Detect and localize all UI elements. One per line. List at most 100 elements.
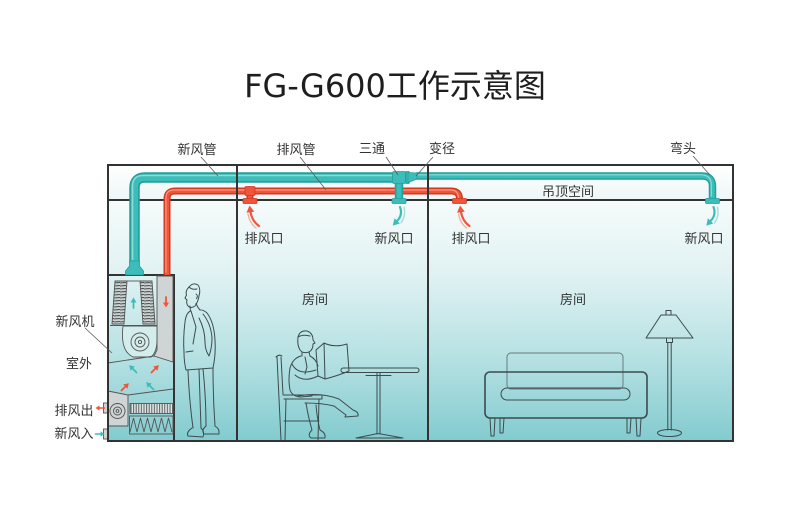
arrow-trail [400,206,406,224]
diagram-title: FG-G600工作示意图 [244,67,546,105]
fresh-duct-main-highlight [131,174,407,260]
chair-legs [283,398,320,441]
supply-fan-housing [122,325,158,358]
fresh-in-label: 新风入 [54,426,93,442]
exhaust-air-channel [153,275,174,363]
seated-man-lower-leg [305,402,326,439]
exhaust-fan-axle [115,409,120,413]
arrow-shaft [150,367,157,374]
room-2-exhaust-vent-label: 排风口 [451,232,490,247]
seated-man-crossed-leg [297,394,359,418]
building-outline [107,164,734,442]
standing-man-ear [195,293,198,299]
fresh-duct-unit-connector [125,260,144,276]
arrow-trail [247,213,257,229]
arrow-head [457,205,465,213]
fresh-duct-reduced-highlight [415,174,712,197]
exhaust-fan-hub [113,406,122,416]
intake-filter-zigzag [129,417,173,433]
sofa-cushion [500,387,631,401]
outdoor-label: 室外 [66,356,92,372]
airflow-arrow-icon [146,382,155,391]
room-1-label: 房间 [302,292,328,308]
exhaust-duct-highlight [165,189,459,273]
fresh-air-ventilator-unit [94,274,175,442]
exhaust-duct-leader-line [299,156,327,191]
exhaust-air-duct [163,186,467,275]
seated-man-head [297,330,316,354]
seated-man-neck [301,351,311,357]
callout-labels: 新风管 排风管 三通 变径 弯头 吊顶空间 排风口 新风口 排风口 新风口 房间… [54,141,723,442]
arrow-shaft [395,205,403,223]
sofa-legs [489,417,642,437]
exhaust-fan-wheel [109,403,126,419]
arrow-shaft [249,210,261,228]
heat-exchanger-top-edge [107,355,155,364]
arrow-head [153,365,159,371]
newspaper [315,342,350,380]
arrow-head [129,365,135,371]
supply-fan-axle [137,339,143,345]
standing-man-head [184,283,201,308]
intake-filter-frame [129,415,174,435]
floor-lamp [645,310,694,437]
room-1-exhaust-vent-label: 排风口 [244,232,283,247]
standing-man-hair [188,286,198,290]
standing-man-lapel [185,310,197,353]
sofa [484,352,648,437]
arrow-head [706,218,714,226]
arrow-head [100,431,105,437]
arrow-shaft [120,385,127,392]
sofa-frame [484,371,648,419]
arrow-shaft [131,367,138,374]
reducer-label: 变径 [429,141,455,157]
airflow-arrow-down-icon [163,296,169,308]
standing-man-figure [183,283,220,438]
lamp-pole [667,342,672,431]
exhaust-duct-body [164,188,462,275]
reducer-leader-line [415,156,434,177]
elbow-label: 弯头 [670,141,696,157]
fresh-in-arrow-icon [94,431,105,437]
airflow-arrow-icon [129,365,138,374]
exhaust-air-grille [242,198,258,204]
lamp-finial [665,310,672,316]
fresh-supply-arrow-icon [706,205,719,226]
arrow-trail [457,213,468,229]
exhaust-intake-arrow-icon [246,205,261,229]
seated-man-hair [297,334,311,338]
exhaust-air-grille [452,198,467,204]
fresh-supply-arrow-icon [392,205,406,226]
reducer-fitting [407,172,418,184]
exhaust-out-label: 排风出 [54,404,93,419]
table-base [355,433,404,439]
filter-panel-right [139,280,156,325]
fresh-duct-label: 新风管 [177,142,216,158]
heat-exchanger-bottom-edge [127,388,174,396]
round-table [340,367,420,439]
airflow-arrow-up-icon [130,297,137,309]
ceiling-space-label: 吊顶空间 [542,185,594,200]
table-stem [376,372,381,435]
arrow-shaft [148,384,155,391]
fresh-duct-leader-line [200,156,219,177]
sofa-backrest [506,352,624,390]
exhaust-duct-label: 排风管 [276,143,315,158]
seated-man-reading-figure [288,330,359,439]
supply-fan-wheel [130,332,150,352]
arrow-trail [713,206,719,224]
arrow-head [392,218,400,226]
room-2-label: 房间 [560,292,586,308]
tee-label: 三通 [359,142,385,157]
tee-fitting [392,171,406,184]
fresh-air-duct [125,171,720,276]
filter-panel-left [111,280,128,325]
unit-leader-line [84,327,113,354]
lamp-socket [666,337,673,343]
exhaust-out-arrow-icon [95,405,106,411]
seated-man-arms [291,363,319,380]
airflow-arrow-icon [120,383,129,392]
room-space-area [108,200,733,441]
arrow-head [95,405,100,411]
